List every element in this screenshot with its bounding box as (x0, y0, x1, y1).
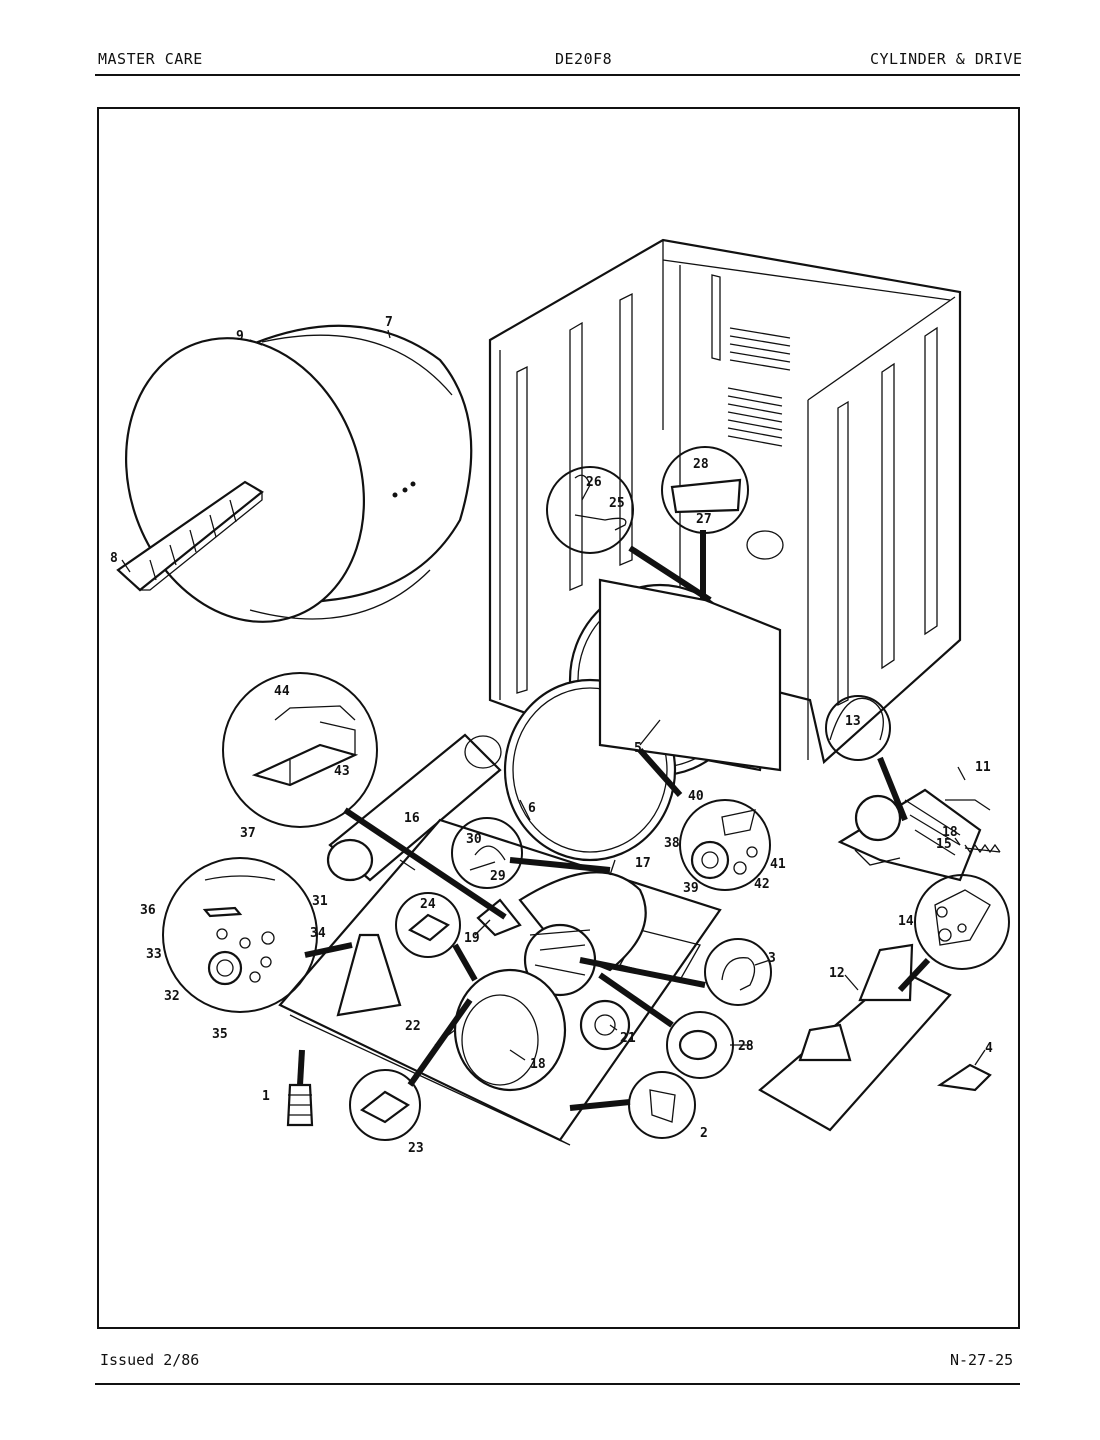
detail-circle-wire-harness (546, 466, 634, 554)
callout-labels: 9 7 8 26 25 28 27 5 6 44 43 16 37 36 31 … (110, 315, 993, 1156)
callout-13: 13 (845, 714, 861, 729)
callout-18-base: 18 (530, 1057, 546, 1072)
callout-30: 30 (466, 832, 482, 847)
detail-circle-clip-23 (349, 1069, 421, 1141)
callout-31: 31 (312, 894, 328, 909)
callout-15-visible: 15 (936, 837, 952, 852)
motor-clip (829, 697, 884, 741)
detail-circle-heater-block (222, 672, 378, 828)
callout-2: 2 (700, 1126, 708, 1141)
bracket-part (936, 1063, 992, 1092)
callout-14: 14 (898, 914, 914, 929)
callout-34: 34 (310, 926, 326, 941)
callout-8: 8 (110, 551, 118, 566)
detail-circle-roller-28 (666, 1011, 734, 1079)
detail-circle-bearing (162, 857, 318, 1013)
exhaust-duct (326, 733, 502, 882)
callout-28-bottom: 28 (738, 1039, 754, 1054)
drum-cylinder (124, 324, 473, 623)
callout-5: 5 (634, 741, 642, 756)
callout-38: 38 (664, 836, 680, 851)
callout-12: 12 (829, 966, 845, 981)
callout-43: 43 (334, 764, 350, 779)
motor-mount (758, 943, 952, 1132)
callout-22: 22 (405, 1019, 421, 1034)
callout-32: 32 (164, 989, 180, 1004)
callout-42: 42 (754, 877, 770, 892)
callout-35: 35 (212, 1027, 228, 1042)
callout-4: 4 (985, 1041, 993, 1056)
callout-18-motor: 18 (942, 825, 958, 840)
callout-17: 17 (635, 856, 651, 871)
header-section-title: CYLINDER & DRIVE (870, 50, 1023, 68)
callout-28-top: 28 (693, 457, 709, 472)
callout-3: 3 (768, 951, 776, 966)
leader-lines-thin (121, 329, 986, 1066)
detail-circle-clip-24 (395, 892, 461, 958)
callout-33: 33 (146, 947, 162, 962)
callout-7: 7 (385, 315, 393, 330)
leveling-leg (286, 1083, 314, 1127)
callout-11: 11 (975, 760, 991, 775)
callout-36: 36 (140, 903, 156, 918)
detail-circle-clip-2 (628, 1071, 696, 1139)
callout-9: 9 (236, 329, 244, 344)
callout-40: 40 (688, 789, 704, 804)
callout-19: 19 (464, 931, 480, 946)
callout-6: 6 (528, 801, 536, 816)
callout-39: 39 (683, 881, 699, 896)
footer-page-code: N-27-25 (950, 1351, 1014, 1369)
diagram-frame (97, 107, 1020, 1329)
header-brand: MASTER CARE (98, 50, 203, 68)
callout-24: 24 (420, 897, 436, 912)
detail-circle-bracket-14 (914, 874, 1010, 970)
header-rule (95, 74, 1020, 76)
callout-29: 29 (490, 869, 506, 884)
callout-26: 26 (586, 475, 602, 490)
detail-circle-clip-3 (704, 938, 772, 1006)
callout-21: 21 (620, 1031, 636, 1046)
detail-circle-clip-30 (451, 817, 523, 889)
detail-circle-roller (679, 799, 771, 891)
callout-23: 23 (408, 1141, 424, 1156)
header-model-number: DE20F8 (555, 50, 613, 68)
drive-motor (837, 788, 991, 882)
footer-rule (95, 1383, 1020, 1385)
callout-1: 1 (262, 1089, 270, 1104)
footer-issue-date: Issued 2/86 (100, 1351, 200, 1369)
detail-circle-motor-clip (825, 695, 891, 761)
blower-assembly (453, 871, 647, 1092)
callout-16: 16 (404, 811, 420, 826)
detail-circle-filter (661, 446, 749, 534)
leader-lines-heavy (297, 530, 931, 1111)
callout-25: 25 (609, 496, 625, 511)
callout-44: 44 (274, 684, 290, 699)
drum-baffle (116, 480, 264, 592)
callout-41: 41 (770, 857, 786, 872)
idler-spring (964, 847, 1001, 853)
callout-37: 37 (240, 826, 256, 841)
callout-27: 27 (696, 512, 712, 527)
